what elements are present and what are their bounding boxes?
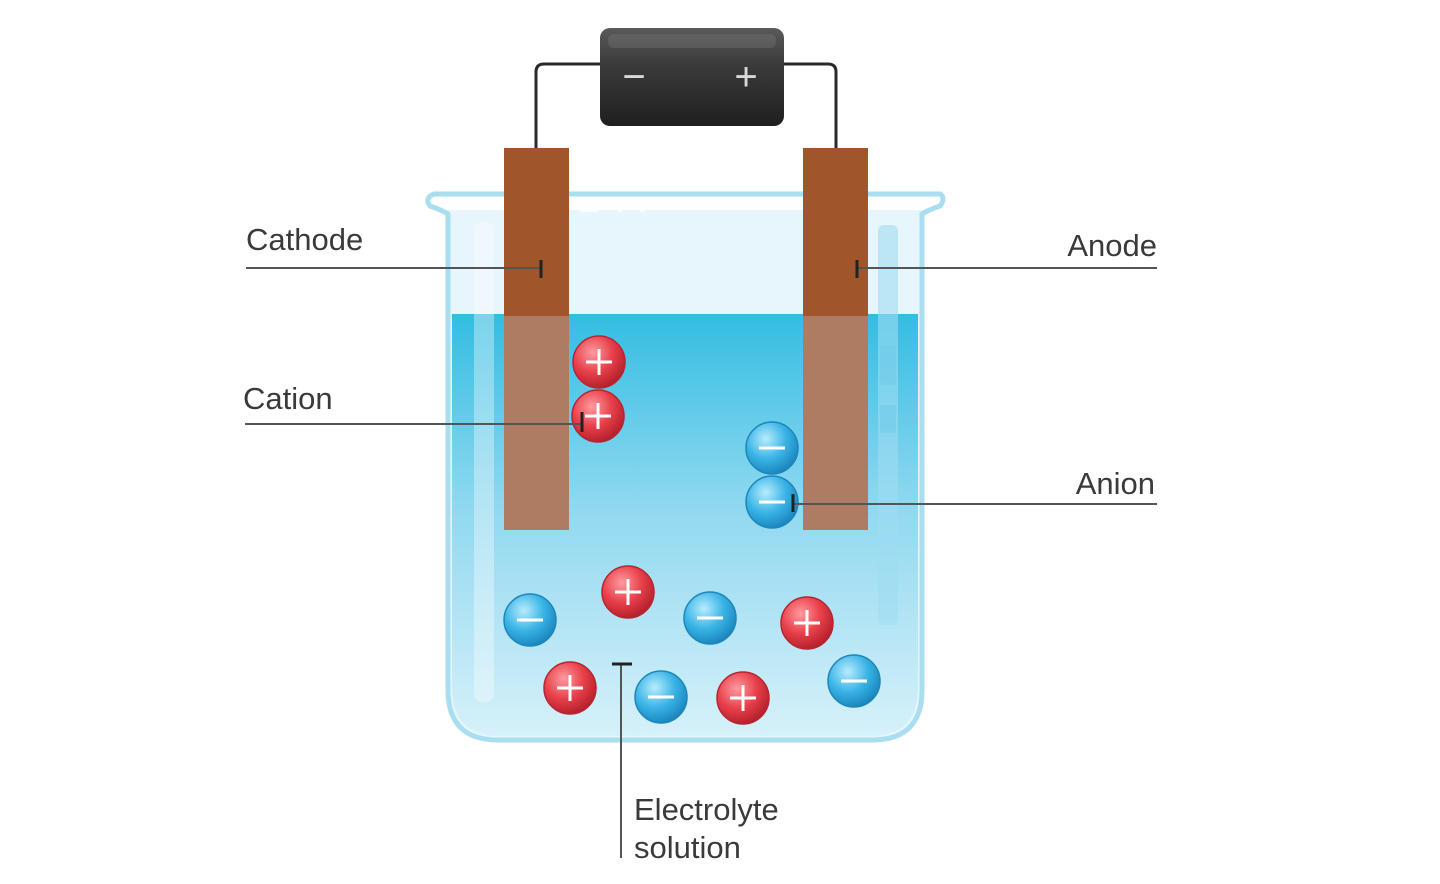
cation-ion — [716, 671, 770, 725]
cation-ion — [601, 565, 655, 619]
wire-left — [534, 62, 604, 150]
battery-negative-symbol: − — [622, 55, 645, 99]
cation-ion — [543, 661, 597, 715]
anion-ion — [745, 421, 799, 475]
ions — [503, 335, 881, 725]
anode-electrode — [803, 148, 868, 530]
anion-ion — [683, 591, 737, 645]
anion-ion — [503, 593, 557, 647]
wire-right — [782, 62, 838, 150]
beaker-outline — [425, 191, 946, 743]
anion-ion — [745, 475, 799, 529]
anion-ion — [634, 670, 688, 724]
battery-positive-symbol: + — [734, 55, 757, 99]
cation-ion — [571, 389, 625, 443]
cation-ion — [572, 335, 626, 389]
anion-label: Anion — [1076, 466, 1155, 501]
battery: − + — [600, 28, 784, 126]
anion-ion — [827, 654, 881, 708]
electrolyte-label-line2: solution — [634, 830, 741, 865]
electrolyte-label-line1: Electrolyte — [634, 792, 779, 827]
leader-lines — [245, 260, 1157, 858]
cathode-electrode — [504, 148, 569, 530]
cathode-label: Cathode — [246, 222, 363, 257]
anode-label: Anode — [1067, 228, 1157, 263]
cation-label: Cation — [243, 381, 333, 416]
cation-ion — [780, 596, 834, 650]
